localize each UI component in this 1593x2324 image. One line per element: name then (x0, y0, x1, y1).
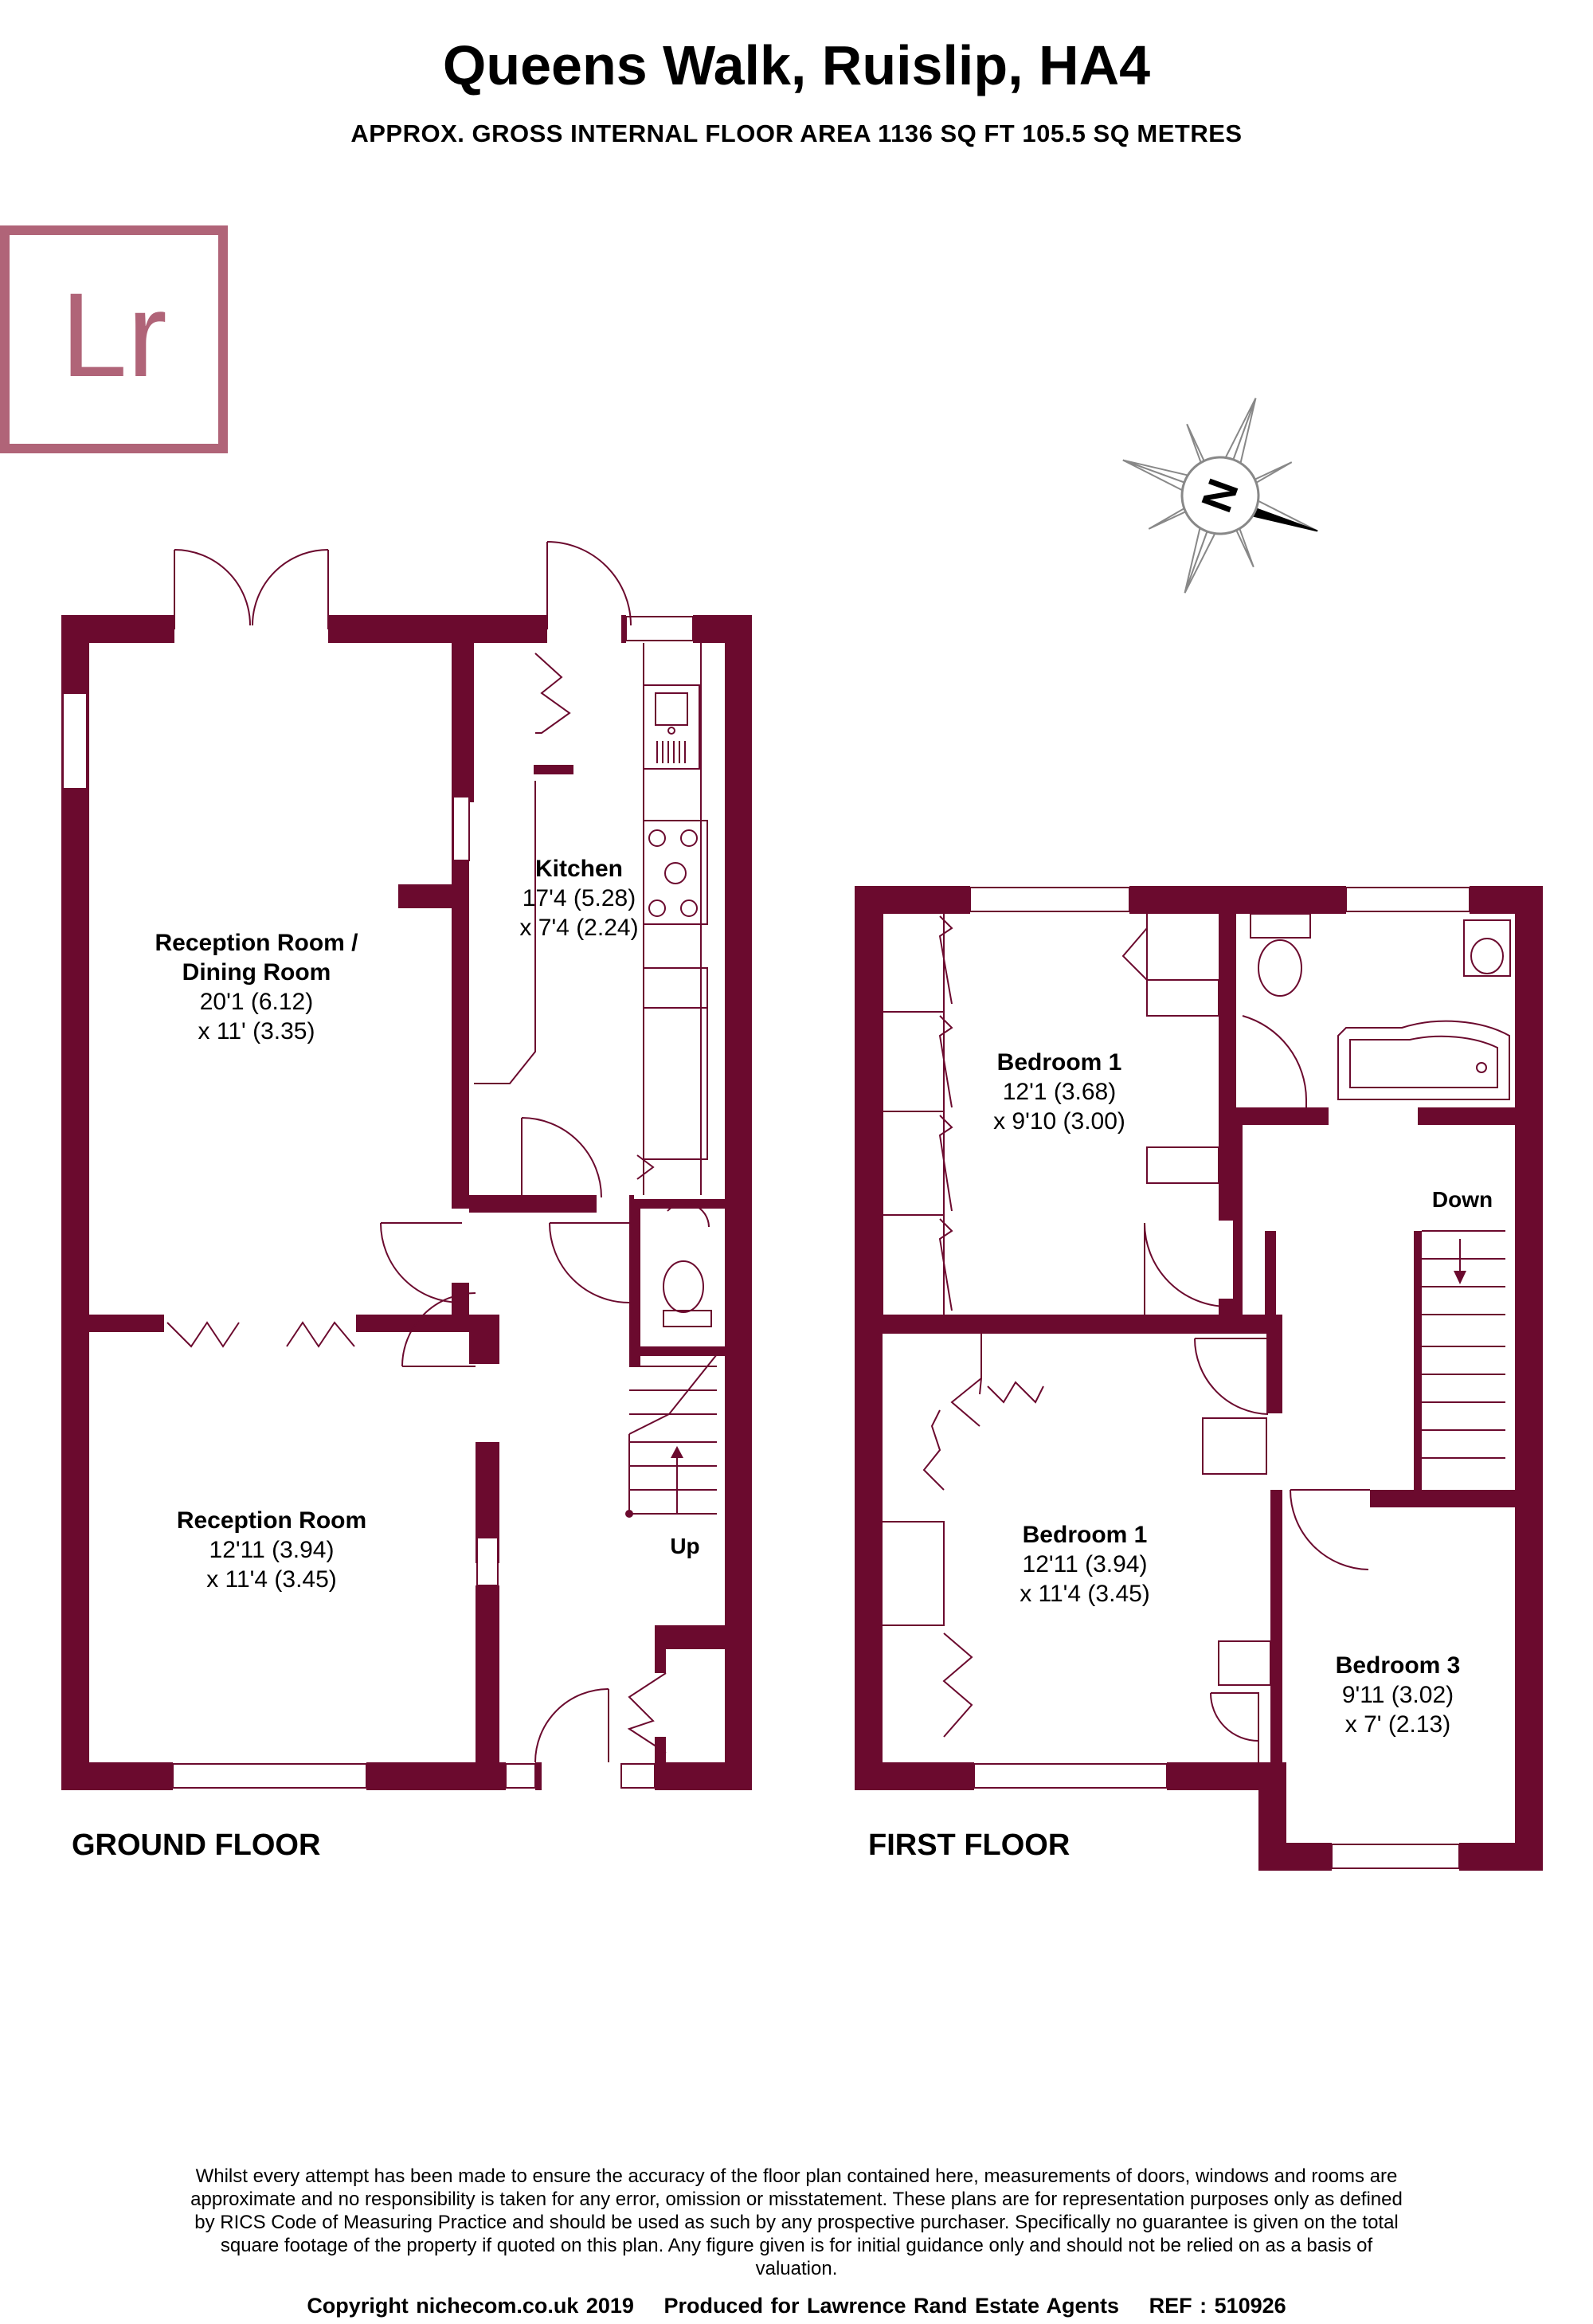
room-reception-dining: Reception Room / Dining Room 20'1 (6.12)… (155, 928, 358, 1046)
room-bedroom-1-lower: Bedroom 1 12'11 (3.94) x 11'4 (3.45) (1020, 1520, 1150, 1609)
agency-logo-text: Lr (61, 268, 167, 402)
stairs-up-label: Up (670, 1534, 700, 1558)
room-dimension: 12'1 (3.68) (1002, 1079, 1117, 1105)
room-dimension: x 11'4 (3.45) (206, 1566, 337, 1593)
room-name: Reception Room / (155, 930, 358, 956)
room-kitchen: Kitchen 17'4 (5.28) x 7'4 (2.24) (519, 854, 638, 943)
floor-area-subtitle: APPROX. GROSS INTERNAL FLOOR AREA 1136 S… (350, 120, 1243, 147)
room-name: Bedroom 1 (1022, 1522, 1148, 1548)
disclaimer-text: Whilst every attempt has been made to en… (190, 2165, 1403, 2279)
agency-logo (0, 225, 228, 453)
room-name: Reception Room (176, 1507, 367, 1534)
room-dimension: x 11' (3.35) (198, 1018, 315, 1044)
room-name: Kitchen (534, 856, 624, 882)
room-dimension: 12'11 (3.94) (1022, 1551, 1148, 1577)
ground-floor-label: GROUND FLOOR (72, 1828, 321, 1862)
first-floor-label: FIRST FLOOR (868, 1828, 1070, 1862)
room-name: Bedroom 3 (1335, 1652, 1461, 1679)
footer-ref: REF : 510926 (1149, 2294, 1286, 2318)
room-dimension: 12'11 (3.94) (209, 1537, 335, 1563)
room-dimension: 20'1 (6.12) (199, 989, 314, 1015)
room-dimension: x 7'4 (2.24) (519, 915, 639, 941)
room-name: Bedroom 1 (996, 1049, 1122, 1076)
room-name-line2: Dining Room (182, 959, 331, 986)
footer: Copyright nichecom.co.uk 2019 Produced f… (0, 2294, 1593, 2318)
room-bedroom-3: Bedroom 3 9'11 (3.02) x 7' (2.13) (1336, 1651, 1461, 1739)
page-title: Queens Walk, Ruislip, HA4 (442, 34, 1151, 96)
room-dimension: 17'4 (5.28) (522, 885, 636, 911)
ground-floor-plan (61, 541, 752, 1790)
north-compass-icon (1122, 398, 1318, 594)
room-dimension: x 9'10 (3.00) (993, 1108, 1125, 1135)
stairs-down-label: Down (1431, 1187, 1493, 1212)
first-floor-plan (855, 886, 1543, 1871)
room-dimension: x 7' (2.13) (1344, 1711, 1451, 1738)
room-bedroom-1-top: Bedroom 1 12'1 (3.68) x 9'10 (3.00) (993, 1048, 1125, 1136)
footer-copyright: Copyright nichecom.co.uk 2019 (307, 2294, 634, 2318)
footer-produced-for: Produced for Lawrence Rand Estate Agents (663, 2294, 1120, 2318)
room-dimension: 9'11 (3.02) (1341, 1682, 1454, 1708)
room-dimension: x 11'4 (3.45) (1020, 1581, 1150, 1607)
room-reception: Reception Room 12'11 (3.94) x 11'4 (3.45… (177, 1506, 366, 1594)
